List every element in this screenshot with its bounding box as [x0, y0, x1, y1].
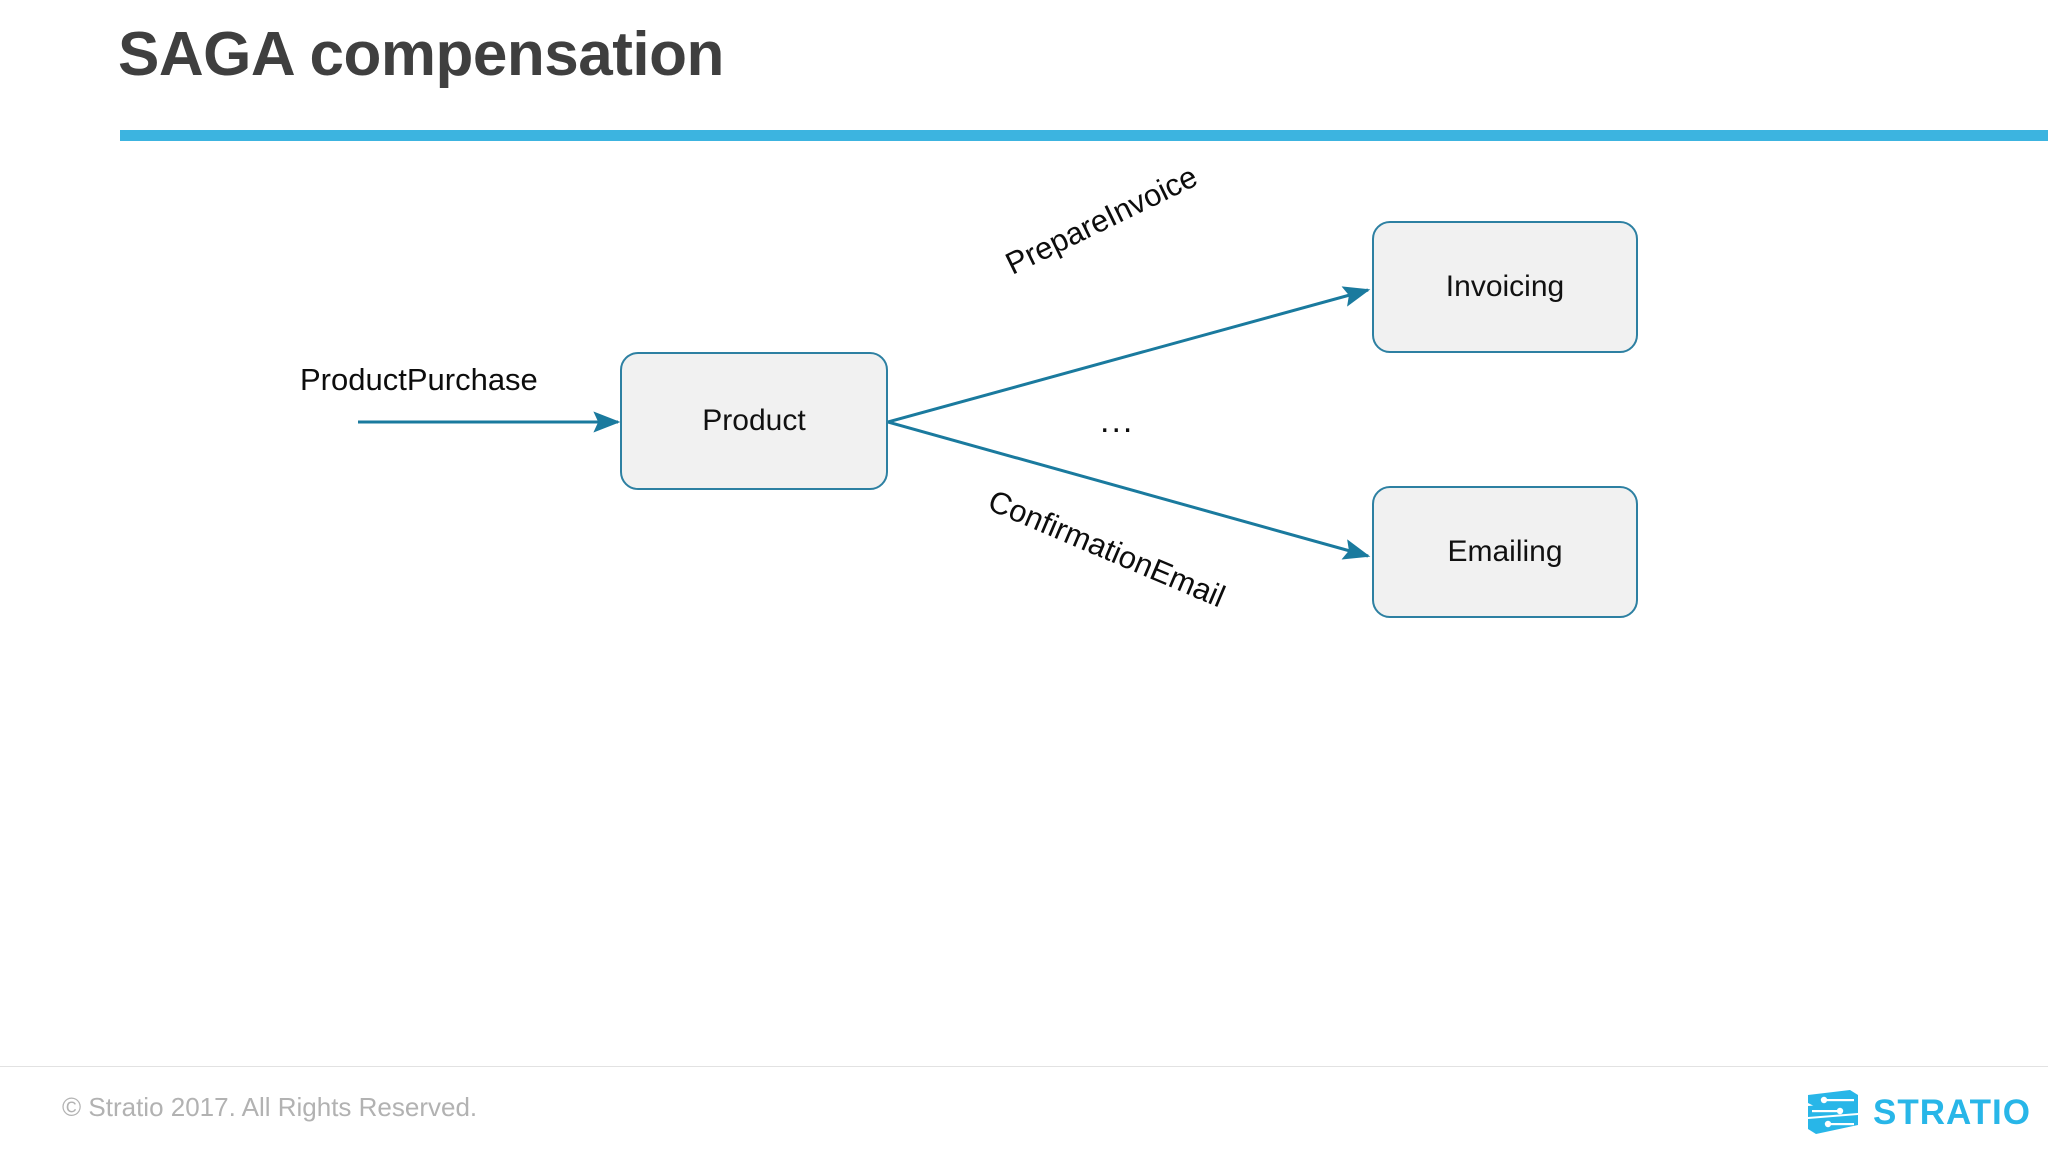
- footer-copyright: © Stratio 2017. All Rights Reserved.: [62, 1092, 478, 1122]
- node-product-label: Product: [702, 404, 806, 437]
- footer-divider: [0, 1066, 2048, 1067]
- ellipsis-annotation: ...: [1100, 402, 1135, 440]
- edge-confirmation-email-arrow: [887, 420, 1371, 560]
- node-emailing[interactable]: Emailing: [1372, 486, 1638, 618]
- edge-prepare-invoice-arrow: [887, 286, 1371, 424]
- node-invoicing[interactable]: Invoicing: [1372, 221, 1638, 353]
- stratio-layers-icon: [1808, 1090, 1858, 1134]
- title-underline-rule: [120, 130, 2048, 141]
- node-invoicing-label: Invoicing: [1445, 270, 1565, 303]
- node-product[interactable]: Product: [620, 352, 888, 490]
- stratio-wordmark: STRATIO: [1873, 1092, 2032, 1132]
- page-title: SAGA compensation: [118, 20, 724, 89]
- edge-label-product-purchase: ProductPurchase: [300, 362, 538, 397]
- stratio-logo: STRATIO: [1806, 1089, 2031, 1135]
- node-emailing-label: Emailing: [1447, 535, 1563, 568]
